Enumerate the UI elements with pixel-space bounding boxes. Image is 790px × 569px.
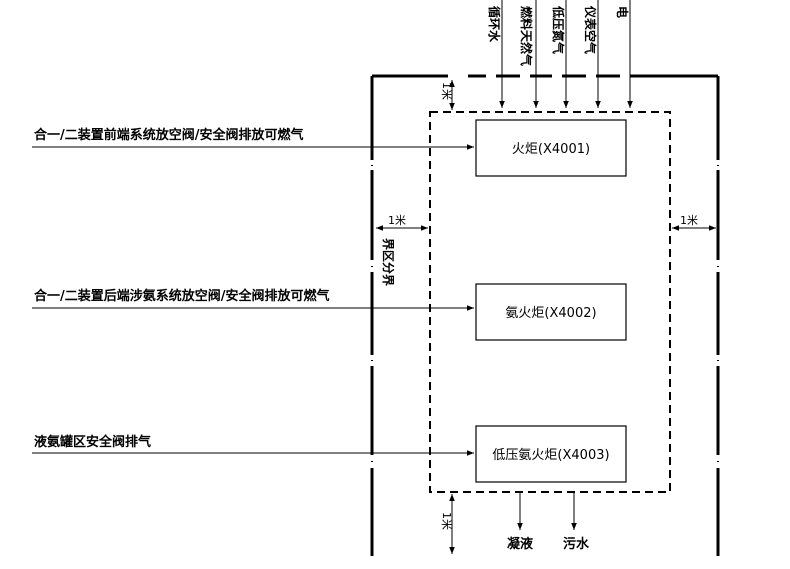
utility-label-3: 低压氮气 xyxy=(551,5,566,54)
dim-right-label: 1米 xyxy=(680,214,698,227)
input-label-2: 合一/二装置后端涉氨系统放空阀/安全阀排放可燃气 xyxy=(34,288,330,304)
flare-label-x4002: 氨火炬(X4002) xyxy=(505,306,596,321)
output-label-1: 凝液 xyxy=(507,536,533,552)
flare-label-x4001: 火炬(X4001) xyxy=(512,142,590,157)
boundary-label: 界区分界 xyxy=(381,238,396,286)
dim-left-label: 1米 xyxy=(388,214,406,227)
input-label-1: 合一/二装置前端系统放空阀/安全阀排放可燃气 xyxy=(34,127,304,143)
output-label-2: 污水 xyxy=(563,536,590,552)
flare-box-x4001 xyxy=(475,119,627,177)
flare-label-x4003: 低压氨火炬(X4003) xyxy=(492,448,609,463)
dim-bottom-label: 1米 xyxy=(440,512,453,530)
utility-label-5: 电 xyxy=(615,6,630,18)
utility-label-2: 燃料天然气 xyxy=(519,6,534,66)
utility-label-4: 仪表空气 xyxy=(583,5,598,54)
input-label-3: 液氨罐区安全阀排气 xyxy=(34,434,151,450)
inner-dashed-boundary xyxy=(429,111,671,493)
boundary-outer xyxy=(370,74,720,556)
utility-label-1: 循环水 xyxy=(487,6,502,43)
flare-box-x4003 xyxy=(475,425,627,483)
dim-top-label: 1米 xyxy=(440,82,453,100)
flare-box-x4002 xyxy=(475,283,627,341)
